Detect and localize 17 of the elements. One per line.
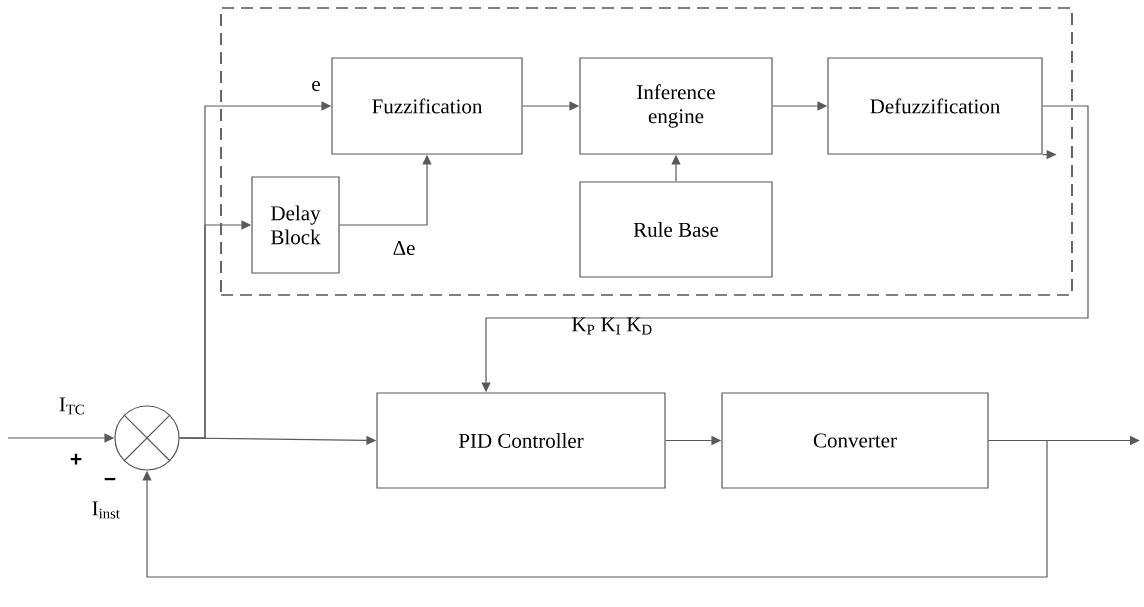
process-box: PID Controller [376, 392, 666, 489]
sign-label: + [70, 453, 82, 465]
dashed-group-box [220, 7, 1073, 296]
process-box: Fuzzification [331, 57, 523, 155]
process-box: Delay Block [251, 176, 340, 274]
summing-junction [114, 405, 180, 471]
edge-label: Δe [391, 239, 417, 257]
signal-label: I$_{TC}$ [59, 397, 84, 415]
edge-label: e [310, 79, 322, 93]
process-box: Converter [721, 392, 989, 489]
signal-label: I$_{inst}$ [92, 501, 120, 519]
arrow [142, 439, 1048, 578]
process-box: Rule Base [579, 181, 773, 278]
sign-label: − [104, 477, 116, 481]
process-box: Inference engine [579, 57, 773, 155]
gain-label: K$_{P}$ K$_{I}$ K$_{D}$ [572, 317, 652, 335]
process-box: Defuzzification [827, 57, 1043, 155]
